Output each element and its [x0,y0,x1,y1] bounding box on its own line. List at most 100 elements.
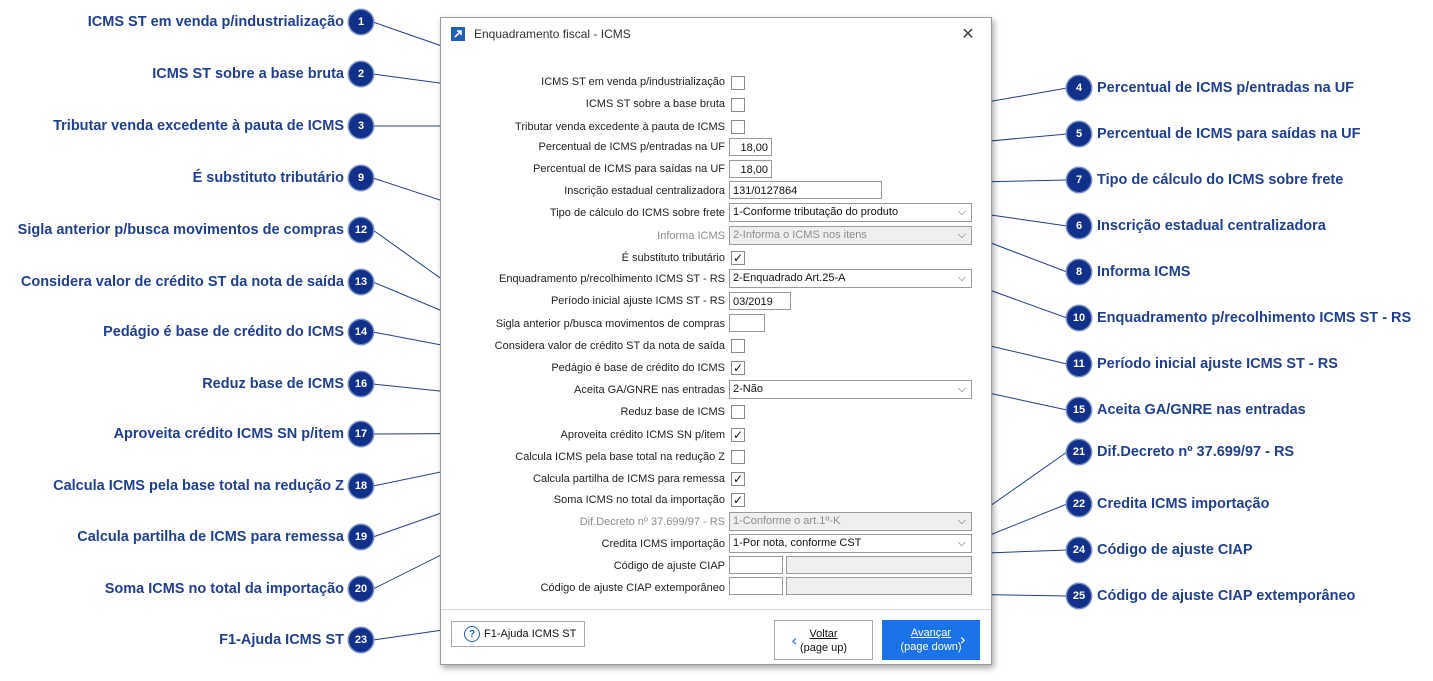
callout-label: Percentual de ICMS para saídas na UF [1097,126,1361,142]
check-icon: ✓ [732,428,744,442]
callout-label: ICMS ST sobre a base bruta [152,66,344,82]
help-button[interactable]: ? F1-Ajuda ICMS ST [451,621,585,647]
callout-badge: 25 [1067,584,1091,608]
aceita-gnre-select[interactable]: 2-Não⌵ [729,380,972,399]
soma-icms-importacao-label: Soma ICMS no total da importação [553,494,725,506]
callout-label: Período inicial ajuste ICMS ST - RS [1097,356,1338,372]
callout-badge: 13 [349,270,373,294]
back-button[interactable]: ‹ Voltar (page up) [774,620,873,660]
soma-icms-importacao-checkbox[interactable]: ✓ [731,493,745,507]
periodo-inicial-label: Período inicial ajuste ICMS ST - RS [550,295,725,307]
tipo-calculo-frete-label: Tipo de cálculo do ICMS sobre frete [549,207,725,219]
footer-divider [441,609,991,610]
tributar-excedente-label: Tributar venda excedente à pauta de ICMS [515,121,725,133]
icms-st-base-bruta-label: ICMS ST sobre a base bruta [585,98,725,110]
callout-badge: 10 [1067,306,1091,330]
callout-label: Informa ICMS [1097,264,1191,280]
reduz-base-label: Reduz base de ICMS [620,406,725,418]
codigo-ajuste-ciap-input[interactable] [729,556,783,574]
periodo-inicial-input[interactable]: 03/2019 [729,292,791,310]
callout-badge: 24 [1067,538,1091,562]
dif-decreto-value: 1-Conforme o art.1º-K [733,515,841,527]
pedagio-base-credito-label: Pedágio é base de crédito do ICMS [551,362,725,374]
callout-label: Soma ICMS no total da importação [104,581,344,597]
credita-icms-importacao-select[interactable]: 1-Por nota, conforme CST ⌵ [729,534,972,553]
back-button-label: Voltar [809,628,838,640]
callout-badge: 9 [349,166,373,190]
percentual-saidas-input[interactable]: 18,00 [729,160,772,178]
percentual-entradas-label: Percentual de ICMS p/entradas na UF [538,141,725,153]
codigo-ajuste-ciap-extemporaneo-input[interactable] [729,577,783,595]
callout-badge: 14 [349,320,373,344]
tipo-calculo-frete-value: 1-Conforme tributação do produto [733,206,899,218]
callout-badge: 2 [349,62,373,86]
chevron-down-icon: ⌵ [957,382,966,395]
app-arrow-icon [451,27,465,41]
calcula-base-reducao-z-checkbox[interactable] [731,450,745,464]
callout-label: Considera valor de crédito ST da nota de… [20,274,344,290]
callout-label: Tipo de cálculo do ICMS sobre frete [1097,172,1344,188]
enquadramento-recolhimento-select[interactable]: 2-Enquadrado Art.25-A ⌵ [729,269,972,288]
callout-badge: 20 [349,577,373,601]
callout-label: Código de ajuste CIAP [1097,542,1253,558]
tributar-excedente-checkbox[interactable] [731,120,745,134]
codigo-ajuste-ciap-description [786,556,972,574]
considera-credito-st-label: Considera valor de crédito ST da nota de… [494,340,725,352]
callout-label: Credita ICMS importação [1097,496,1270,512]
callout-label: Enquadramento p/recolhimento ICMS ST - R… [1097,310,1412,326]
callout-badge: 19 [349,525,373,549]
next-button-label: Avançar [910,627,952,639]
callout-label: Calcula partilha de ICMS para remessa [77,529,344,545]
dif-decreto-select: 1-Conforme o art.1º-K ⌵ [729,512,972,531]
callout-badge: 3 [349,114,373,138]
callout-label: É substituto tributário [192,170,344,186]
chevron-down-icon: ⌵ [957,514,966,527]
back-button-shortcut: (page up) [799,642,848,654]
substituto-tributario-checkbox[interactable]: ✓ [731,251,745,265]
callout-label: Calcula ICMS pela base total na redução … [53,478,344,494]
reduz-base-checkbox[interactable] [731,405,745,419]
substituto-tributario-label: É substituto tributário [621,252,725,264]
icms-st-industrializacao-checkbox[interactable] [731,76,745,90]
chevron-down-icon: ⌵ [957,228,966,241]
calcula-partilha-checkbox[interactable]: ✓ [731,472,745,486]
close-icon[interactable]: ✕ [961,24,975,43]
next-button[interactable]: Avançar (page down) › [882,620,980,660]
dialog-title: Enquadramento fiscal - ICMS [474,27,631,41]
check-icon: ✓ [732,251,744,265]
informa-icms-value: 2-Informa o ICMS nos itens [733,229,867,241]
codigo-ajuste-ciap-extemporaneo-label: Código de ajuste CIAP extemporâneo [540,582,725,594]
pedagio-base-credito-checkbox[interactable]: ✓ [731,361,745,375]
aproveita-credito-sn-checkbox[interactable]: ✓ [731,428,745,442]
check-icon: ✓ [732,493,744,507]
percentual-entradas-input[interactable]: 18,00 [729,138,772,156]
callout-label: F1-Ajuda ICMS ST [219,632,344,648]
sigla-anterior-input[interactable] [729,314,765,332]
icms-dialog: Enquadramento fiscal - ICMS ✕ ICMS ST em… [440,17,992,665]
enquadramento-recolhimento-value: 2-Enquadrado Art.25-A [733,272,846,284]
next-button-shortcut: (page down) [900,641,962,653]
inscricao-estadual-input[interactable]: 131/0127864 [729,181,882,199]
chevron-left-icon: ‹ [791,631,798,650]
check-icon: ✓ [732,361,744,375]
chevron-down-icon: ⌵ [957,536,966,549]
callout-label: ICMS ST em venda p/industrialização [87,14,344,30]
callout-label: Aproveita crédito ICMS SN p/item [113,426,344,442]
inscricao-estadual-label: Inscrição estadual centralizadora [564,185,725,197]
icms-st-base-bruta-checkbox[interactable] [731,98,745,112]
chevron-down-icon: ⌵ [957,271,966,284]
tipo-calculo-frete-select[interactable]: 1-Conforme tributação do produto⌵ [729,203,972,222]
callout-badge: 15 [1067,398,1091,422]
dif-decreto-label: Dif.Decreto nº 37.699/97 - RS [579,516,725,528]
callout-badge: 12 [349,218,373,242]
aproveita-credito-sn-label: Aproveita crédito ICMS SN p/item [560,429,725,441]
title-bar[interactable]: Enquadramento fiscal - ICMS ✕ [441,18,991,50]
callout-badge: 1 [349,10,373,34]
help-icon: ? [464,626,480,642]
credita-icms-importacao-value: 1-Por nota, conforme CST [733,537,862,549]
considera-credito-st-checkbox[interactable] [731,339,745,353]
calcula-partilha-label: Calcula partilha de ICMS para remessa [533,473,725,485]
callout-label: Reduz base de ICMS [202,376,344,392]
codigo-ajuste-ciap-label: Código de ajuste CIAP [613,560,725,572]
aceita-gnre-label: Aceita GA/GNRE nas entradas [573,384,725,396]
